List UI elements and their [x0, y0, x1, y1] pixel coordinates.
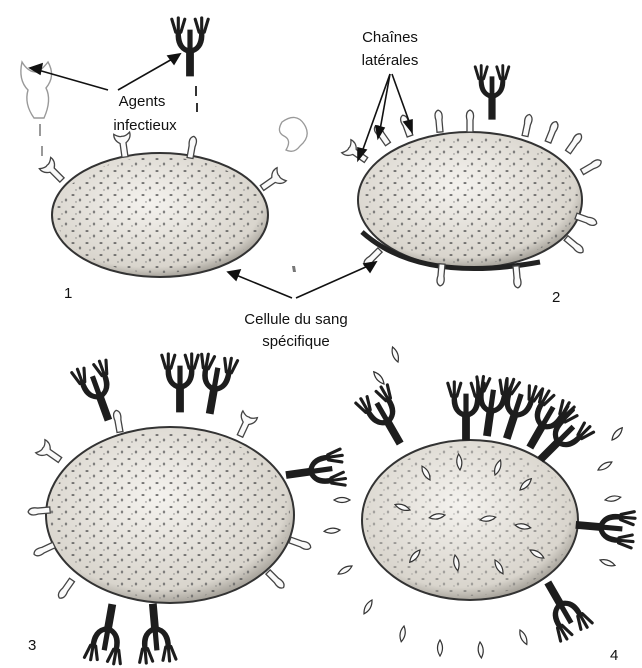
label-cellule: Cellule du sang spécifique — [228, 262, 376, 350]
side-chain-receptor-icon — [575, 213, 598, 227]
label-agents-line2: infectieux — [113, 117, 177, 134]
side-chain-receptor-icon — [565, 132, 583, 154]
side-chain-receptor-icon — [564, 235, 585, 255]
side-chain-receptor-icon — [186, 136, 197, 159]
panel-1: Agents infectieux 1 — [21, 18, 307, 302]
side-chain-receptor-icon — [466, 110, 473, 132]
side-chain-receptor-icon — [36, 440, 65, 467]
label-cellule-line2: spécifique — [262, 333, 330, 350]
side-chain-receptor-icon — [233, 411, 258, 440]
y-shaped-antibody-icon — [574, 507, 635, 548]
label-cellule-line1: Cellule du sang — [244, 311, 347, 328]
y-shaped-antibody-icon — [475, 66, 509, 120]
panel-2: Chaînes latérales 2 — [342, 29, 603, 306]
side-chain-receptor-icon — [522, 114, 534, 137]
panel-number-2: 2 — [552, 289, 560, 306]
y-shaped-antibody-icon — [84, 601, 130, 665]
side-chain-receptor-icon — [33, 542, 56, 558]
side-chain-receptor-icon — [114, 132, 133, 158]
panel-number-4: 4 — [610, 647, 618, 664]
side-chain-receptor-icon — [580, 158, 603, 175]
panel-number-1: 1 — [64, 285, 72, 302]
label-agents-line1: Agents — [119, 93, 166, 110]
side-chain-receptor-icon — [113, 410, 124, 433]
panel-3: 3 — [28, 353, 347, 665]
panel-number-3: 3 — [28, 637, 36, 654]
y-shaped-antibody-icon — [172, 18, 208, 77]
side-chain-receptor-icon — [39, 157, 67, 185]
y-shaped-antibody-icon — [162, 354, 198, 413]
side-chain-receptor-icon — [56, 578, 74, 600]
side-chain-receptor-icon — [435, 110, 444, 133]
side-chain-receptor-icon — [265, 569, 286, 590]
label-chaines-line1: Chaînes — [362, 29, 418, 46]
y-shaped-antibody-icon — [283, 449, 346, 493]
side-chain-receptor-icon — [342, 140, 371, 167]
side-chain-receptor-icon — [512, 266, 521, 289]
side-chain-receptor-icon — [545, 120, 560, 143]
label-chaines-line2: latérales — [362, 52, 419, 69]
y-shaped-antibody-icon — [135, 602, 176, 663]
y-shaped-antibody-icon — [355, 384, 416, 453]
infectious-agent-icon — [21, 62, 52, 156]
side-chain-receptor-icon — [289, 537, 312, 551]
arrows-agents — [30, 54, 180, 90]
panel-4: 4 — [324, 346, 636, 664]
y-shaped-antibody-icon — [532, 573, 593, 642]
side-chain-receptor-icon — [257, 168, 286, 195]
y-shaped-antibody-icon — [192, 353, 238, 417]
